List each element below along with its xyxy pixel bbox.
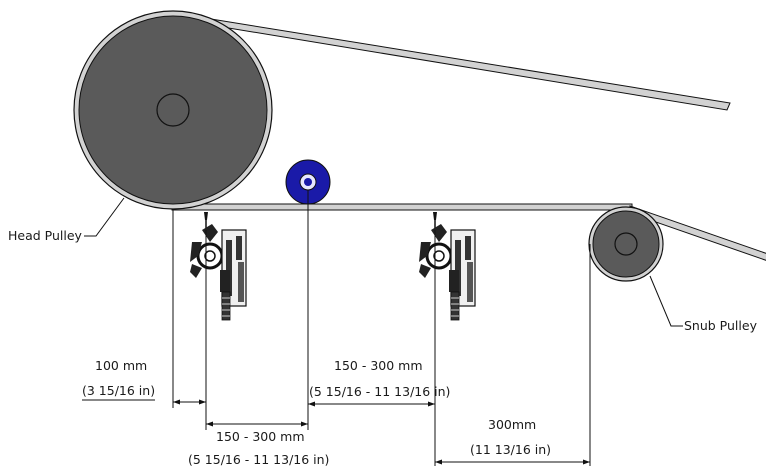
dim-spacing-top-in: (5 15/16 - 11 13/16 in) xyxy=(309,384,450,399)
snub-pulley-label: Snub Pulley xyxy=(684,318,758,333)
head-pulley xyxy=(73,10,273,210)
dim-spacing-bottom-mm: 150 - 300 mm xyxy=(216,429,305,444)
dim-spacing-bottom-in: (5 15/16 - 11 13/16 in) xyxy=(188,452,329,467)
blue-idler-roller xyxy=(285,159,331,205)
dim-end-mm: 300mm xyxy=(488,417,536,432)
dim-spacing-top-mm: 150 - 300 mm xyxy=(334,358,423,373)
extension-lines xyxy=(172,190,591,466)
dim-offset-in: (3 15/16 in) xyxy=(82,383,155,398)
leader-lines xyxy=(84,197,683,327)
belt-cleaner-right xyxy=(419,212,476,321)
dim-end-in: (11 13/16 in) xyxy=(470,442,551,457)
dimension-lines xyxy=(173,399,590,465)
belt-cleaner-left xyxy=(190,212,247,321)
snub-pulley xyxy=(588,206,664,282)
belt-carrying-run xyxy=(171,203,633,211)
head-pulley-label: Head Pulley xyxy=(8,228,83,243)
dim-offset-mm: 100 mm xyxy=(95,358,147,373)
